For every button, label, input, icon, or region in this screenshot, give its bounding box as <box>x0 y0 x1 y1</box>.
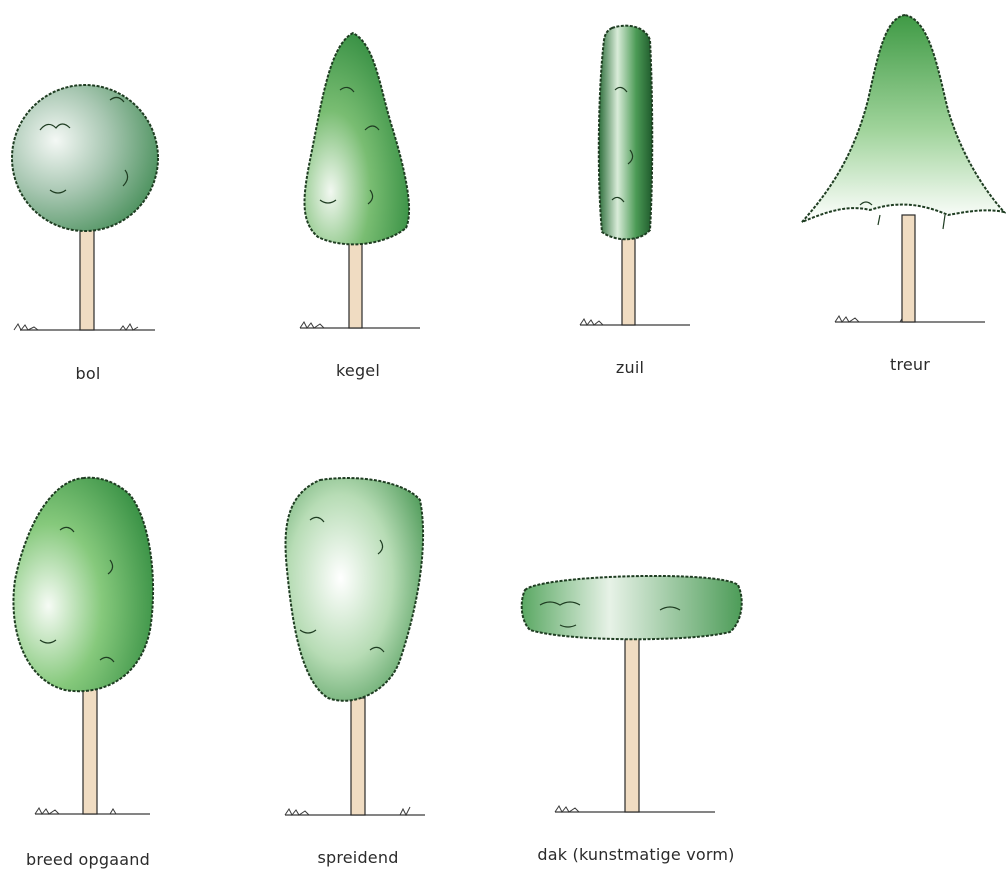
tree-label-zuil: zuil <box>616 358 644 377</box>
tree-label-kegel: kegel <box>336 361 380 380</box>
tree-label-treur: treur <box>890 355 930 374</box>
tree-label-bol: bol <box>76 364 101 383</box>
spreading-tree-icon <box>285 478 425 815</box>
conical-tree-icon <box>300 33 420 328</box>
tree-label-dak: dak (kunstmatige vorm) <box>537 845 734 864</box>
weeping-tree-icon <box>802 15 1004 322</box>
broad-upright-tree-icon <box>13 478 153 814</box>
columnar-tree-icon <box>580 26 690 325</box>
tree-label-spreidend: spreidend <box>317 848 398 867</box>
roof-shaped-tree-icon <box>522 576 742 812</box>
tree-label-breed-opgaand: breed opgaand <box>26 850 150 869</box>
round-tree-icon <box>12 85 158 330</box>
